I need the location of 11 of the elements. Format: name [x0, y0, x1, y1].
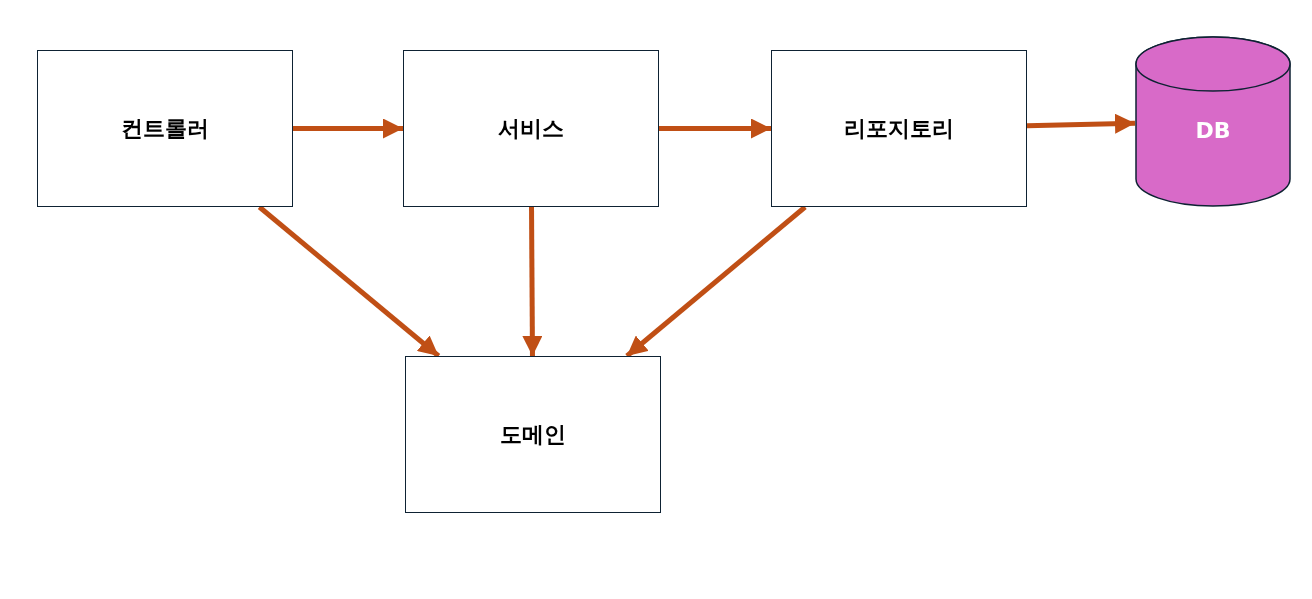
database-cylinder: DB — [1135, 36, 1291, 207]
process-box: 리포지토리 — [771, 50, 1027, 207]
process-box: 서비스 — [403, 50, 659, 207]
arrow — [1026, 113, 1136, 134]
arrow — [625, 205, 807, 358]
arrow — [293, 118, 403, 139]
process-box: 컨트롤러 — [37, 50, 293, 207]
arrow — [522, 207, 543, 356]
arrow — [257, 205, 441, 358]
process-box: 도메인 — [405, 356, 661, 513]
arrow — [659, 118, 771, 139]
